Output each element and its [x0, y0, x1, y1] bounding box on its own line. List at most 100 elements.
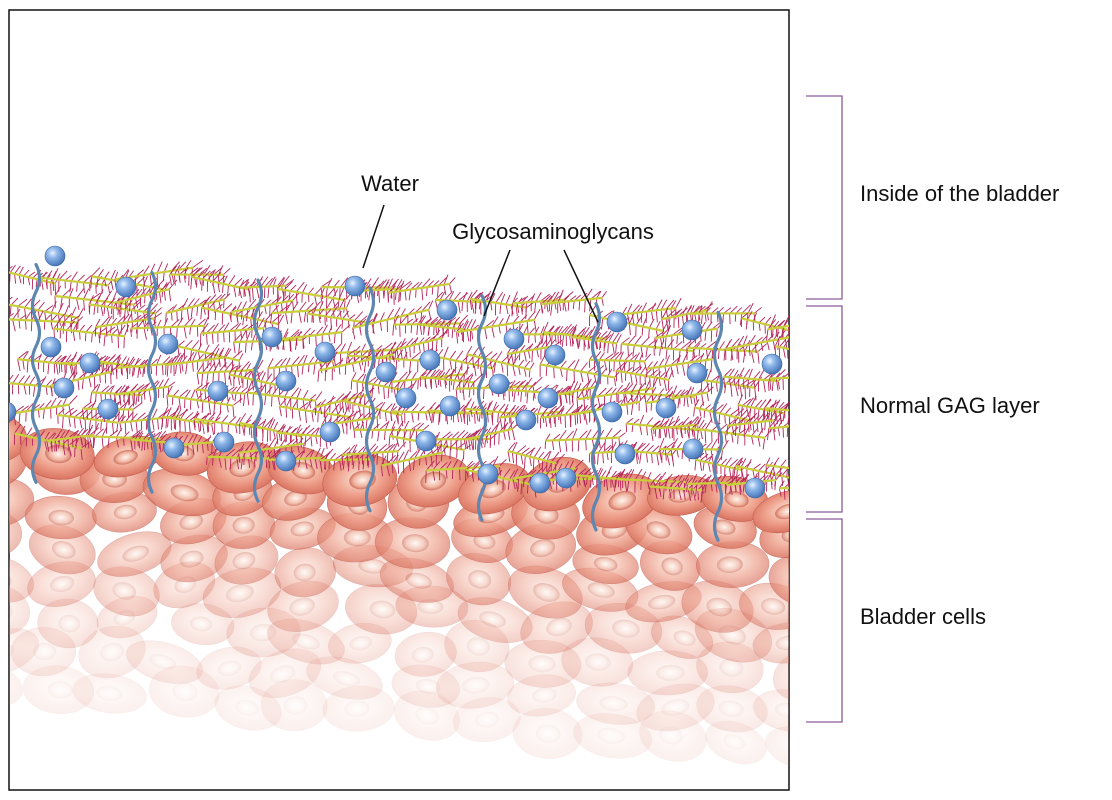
bladder-cell	[9, 665, 23, 708]
bladder-cell	[681, 580, 754, 633]
bladder-cell	[696, 685, 768, 733]
water-molecule	[44, 245, 66, 267]
bladder-cell	[214, 535, 279, 585]
bladder-cell	[196, 646, 262, 690]
gag-chain	[805, 340, 868, 372]
water-molecule	[601, 401, 623, 423]
water-molecule	[319, 421, 341, 443]
gag-chain	[694, 452, 752, 482]
bladder-cell	[22, 665, 95, 714]
gag-chain	[200, 317, 268, 347]
gag-chain	[767, 417, 789, 441]
gag-layer-label: Normal GAG layer	[860, 393, 1040, 418]
bladder-cell	[572, 544, 639, 585]
water-molecule	[207, 380, 229, 402]
water-molecule	[375, 361, 397, 383]
gag-chain	[778, 480, 789, 500]
gag-leader-line-right	[563, 249, 599, 323]
gag-chain	[769, 369, 789, 391]
gag-backbone-strand	[146, 271, 158, 494]
bladder-cell	[753, 689, 789, 732]
bladder-cell	[752, 489, 789, 534]
water-molecule	[515, 409, 537, 431]
gag-backbone-strand	[712, 310, 724, 542]
water-molecule	[275, 370, 297, 392]
bladder-cell	[394, 631, 457, 677]
water-molecule	[681, 319, 703, 341]
gag-chain	[765, 315, 789, 342]
gag-chain	[115, 279, 178, 315]
water-molecule	[97, 398, 119, 420]
gag-chain	[650, 416, 702, 441]
bracket-gag-layer	[806, 305, 843, 513]
water-molecules	[9, 245, 783, 499]
bladder-cell	[72, 673, 147, 714]
bladder-cell	[625, 581, 702, 623]
gag-chain	[390, 329, 447, 360]
water-molecule	[477, 463, 499, 485]
gag-chain	[571, 328, 622, 355]
bladder-cell	[9, 510, 23, 558]
water-molecule	[213, 431, 235, 453]
bladder-cell	[37, 598, 99, 649]
water-molecule	[415, 430, 437, 452]
gag-chain	[615, 361, 674, 392]
gag-chain	[817, 428, 883, 454]
water-molecule	[314, 341, 336, 363]
water-molecule	[529, 472, 551, 494]
bladder-cell	[267, 580, 339, 632]
gag-chain	[9, 296, 84, 330]
water-molecule	[555, 467, 577, 489]
bladder-cell	[93, 566, 160, 617]
water-molecule	[436, 299, 458, 321]
bladder-cell	[97, 531, 172, 577]
gag-chain	[267, 351, 338, 380]
bladder-cell	[772, 650, 789, 702]
water-molecule	[53, 377, 75, 399]
gag-chain	[808, 368, 884, 394]
bladder-cell	[576, 682, 655, 725]
water-molecule	[439, 395, 461, 417]
water-molecule	[655, 397, 677, 419]
gag-strands	[30, 262, 724, 542]
bladder-cell	[512, 708, 583, 759]
gag-chain	[277, 277, 354, 313]
gag-chain	[539, 353, 621, 386]
gag-chain	[649, 475, 709, 503]
gag-chain	[463, 398, 535, 426]
gag-chain	[723, 329, 789, 361]
bracket-bladder-cells	[806, 518, 843, 723]
water-molecule	[9, 402, 17, 422]
water-molecule	[537, 387, 559, 409]
water-molecule	[503, 328, 525, 350]
water-molecule	[606, 311, 628, 333]
water-molecule	[419, 349, 441, 371]
water-molecule	[686, 362, 708, 384]
gag-backbone-strand	[30, 262, 42, 484]
inside-bladder-label: Inside of the bladder	[860, 181, 1059, 206]
gag-chain	[801, 475, 851, 500]
water-molecule	[395, 387, 417, 409]
bladder-cell	[640, 540, 701, 591]
water-molecule	[79, 352, 101, 374]
gag-chain	[798, 400, 855, 425]
bladder-cell	[696, 541, 770, 588]
gag-chain	[544, 427, 626, 453]
water-label: Water	[361, 171, 419, 196]
bracket-inside	[806, 95, 843, 300]
glycosaminoglycans-label: Glycosaminoglycans	[452, 219, 654, 244]
water-molecule	[261, 326, 283, 348]
water-molecule	[115, 276, 137, 298]
gag-chain	[237, 437, 311, 465]
water-molecule	[544, 344, 566, 366]
water-molecule	[761, 353, 783, 375]
bladder-cell	[202, 567, 282, 618]
gag-chain	[815, 446, 892, 479]
bladder-cell	[9, 477, 35, 528]
bladder-cell	[705, 720, 767, 765]
gag-chain	[341, 441, 407, 467]
bladder-cells-layer	[9, 415, 789, 771]
gag-backbone-strand	[476, 294, 488, 522]
gag-chain	[113, 378, 176, 406]
